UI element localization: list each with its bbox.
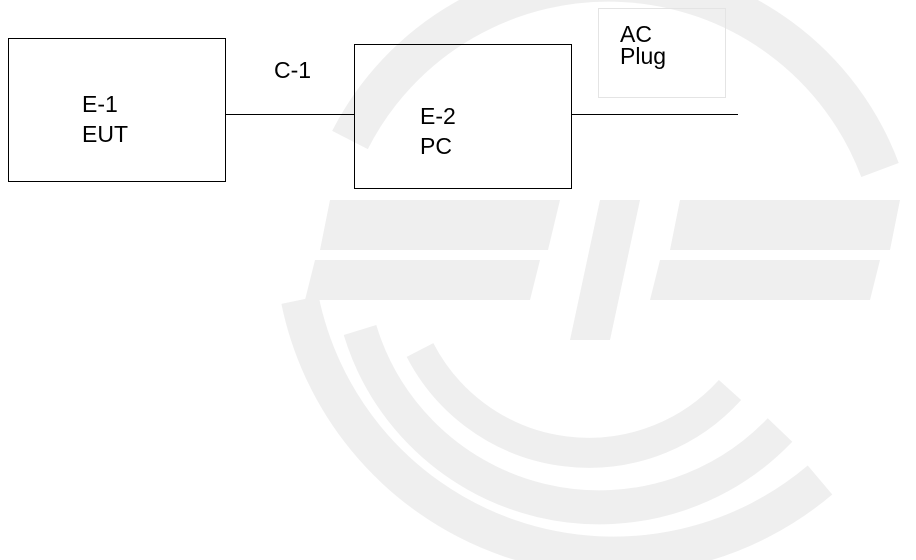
equipment-e1-name: EUT xyxy=(82,121,128,147)
ac-plug-outline xyxy=(598,8,726,98)
cable-c1-line xyxy=(226,114,354,115)
equipment-e1-id: E-1 xyxy=(82,91,118,117)
equipment-box-e2 xyxy=(354,44,572,189)
equipment-e2-id: E-2 xyxy=(420,103,456,129)
ac-plug-label-line2: Plug xyxy=(620,43,667,69)
cable-c1-label: C-1 xyxy=(274,57,312,83)
equipment-e2-name: PC xyxy=(420,133,452,159)
ac-power-line xyxy=(572,114,738,115)
ac-plug-label-line1: AC xyxy=(620,21,652,47)
equipment-box-e1 xyxy=(8,38,226,182)
